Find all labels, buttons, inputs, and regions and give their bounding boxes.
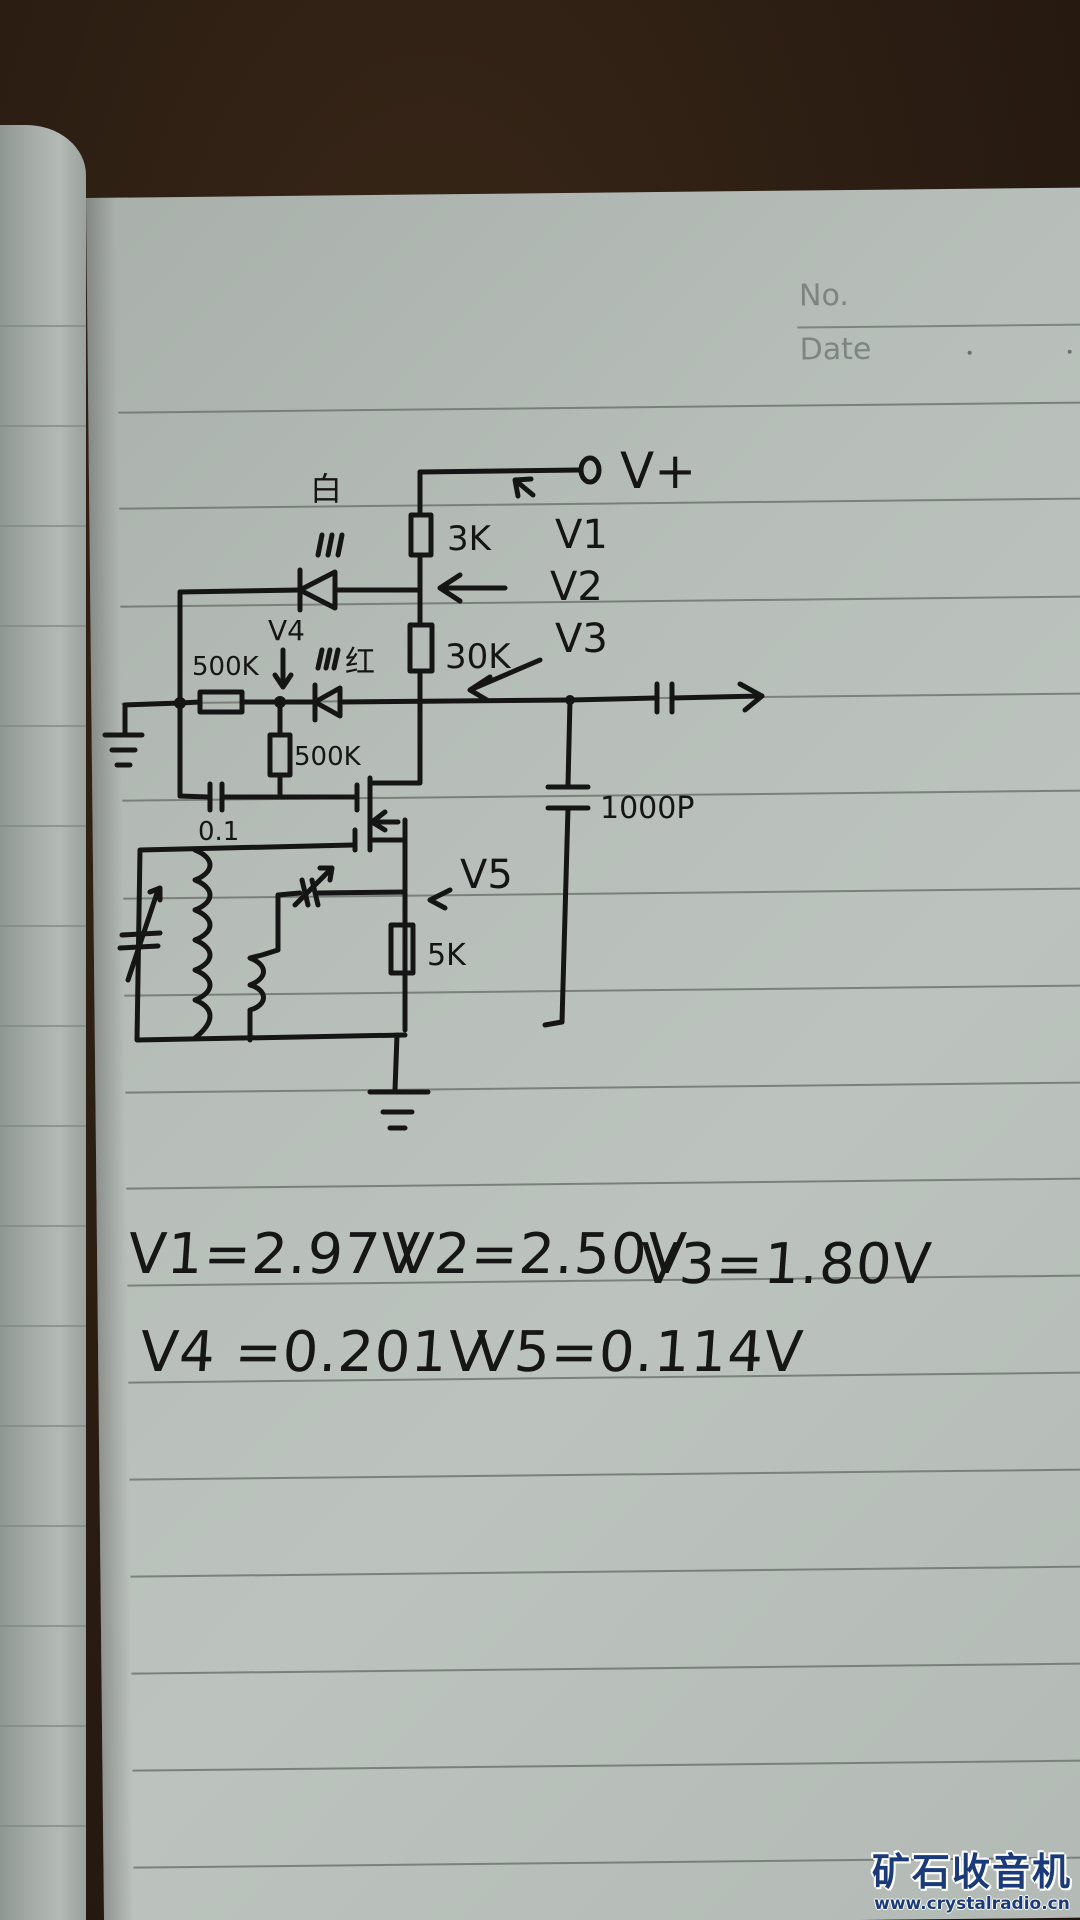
resistor-30k: 30K (379, 587, 512, 786)
probe-arrow-v2 (437, 572, 508, 604)
watermark-url: www.crystalradio.cn (874, 1894, 1070, 1914)
supply-label: V+ (620, 442, 696, 500)
led-white-label: 白 (310, 470, 342, 508)
resistor-3k-label: 3K (447, 519, 493, 559)
led-red-label: 红 (345, 645, 375, 680)
measurement-v5: V5=0.114V (472, 1320, 806, 1385)
probe-label-v2: V2 (550, 564, 603, 610)
wire-ground-stub (122, 699, 203, 708)
watermark-title: 矿石收音机 (871, 1850, 1072, 1894)
ground-symbol-left (102, 702, 145, 768)
ground-symbol-bottom (367, 1032, 431, 1131)
probe-arrow-v5 (427, 887, 453, 911)
probe-arrow-v4 (272, 647, 294, 690)
resistor-500k-series: 500K (192, 652, 283, 715)
capacitor-1000p: 1000P (542, 697, 694, 1028)
capacitor-0-1: 0.1 (177, 781, 358, 847)
resistor-500k-series-label: 500K (192, 652, 260, 682)
junction-dot (174, 697, 186, 709)
resistor-30k-label: 30K (445, 637, 512, 677)
resistor-500k-shunt: 500K (267, 699, 362, 800)
probe-label-v3: V3 (555, 616, 608, 662)
resistor-500k-shunt-label: 500K (294, 742, 362, 772)
resistor-5k: 5K (388, 922, 467, 976)
measurement-v3: V3=1.80V (637, 1232, 935, 1297)
capacitor-0-1-label: 0.1 (198, 817, 239, 847)
measurement-v1: V1=2.97V (125, 1222, 423, 1287)
probe-label-v4: V4 (268, 614, 305, 647)
probe-arrow-v1 (512, 476, 536, 499)
output-coupling (567, 681, 765, 715)
watermark-logo: 矿石收音机 www.crystalradio.cn (872, 1841, 1072, 1914)
tank-circuit (117, 842, 408, 1043)
supply-terminal: V+ (417, 442, 696, 500)
led-red: 红 (277, 645, 573, 723)
notebook-page-stack (0, 125, 86, 1920)
resistor-5k-label: 5K (427, 938, 467, 973)
led-white: 白 (177, 470, 423, 613)
probe-label-v5: V5 (460, 852, 513, 898)
resistor-3k: 3K (408, 469, 493, 593)
mosfet (352, 775, 408, 1033)
probe-label-v1: V1 (555, 512, 608, 558)
capacitor-1000p-label: 1000P (600, 791, 694, 826)
measurement-v4: V4 =0.201V (137, 1320, 490, 1385)
